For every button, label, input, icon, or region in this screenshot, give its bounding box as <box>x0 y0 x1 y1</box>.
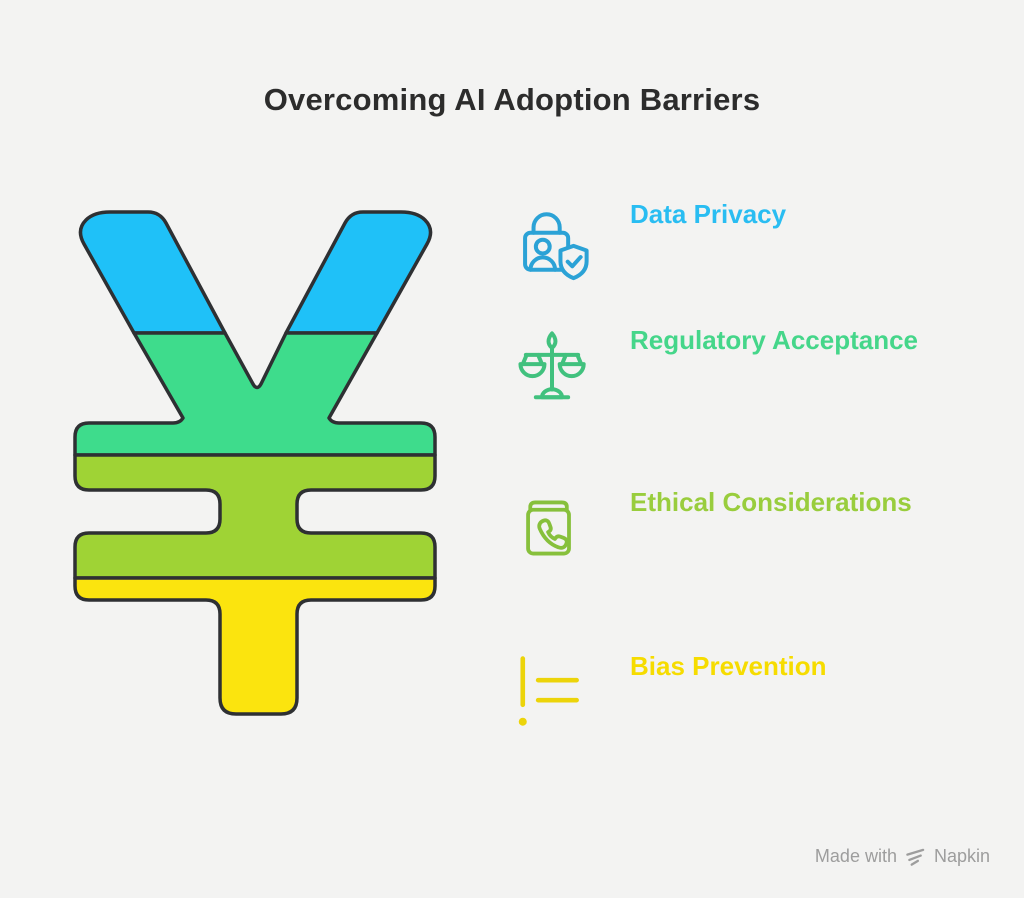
yen-band-green <box>73 331 437 457</box>
yen-band-blue <box>284 210 433 335</box>
contact-book-icon <box>512 490 588 566</box>
privacy-lock-shield-icon <box>512 202 592 282</box>
item-label: Ethical Considerations <box>630 487 912 517</box>
page-title: Overcoming AI Adoption Barriers <box>263 82 761 117</box>
item-label: Bias Prevention <box>630 651 827 681</box>
exclamation-list-icon <box>512 654 592 734</box>
made-with-napkin-watermark: Made with Napkin <box>815 845 990 868</box>
item-label: Regulatory Acceptance <box>630 325 919 355</box>
item-label: Data Privacy <box>630 199 787 229</box>
yen-band-yellow <box>73 576 437 716</box>
yen-band-lime <box>73 453 437 580</box>
watermark-brand: Napkin <box>933 846 990 866</box>
justice-scales-icon <box>512 328 592 408</box>
yen-band-blue <box>78 210 227 335</box>
napkin-logo-icon <box>906 848 925 866</box>
yen-symbol-graphic <box>73 210 437 716</box>
watermark-prefix: Made with <box>814 846 897 866</box>
